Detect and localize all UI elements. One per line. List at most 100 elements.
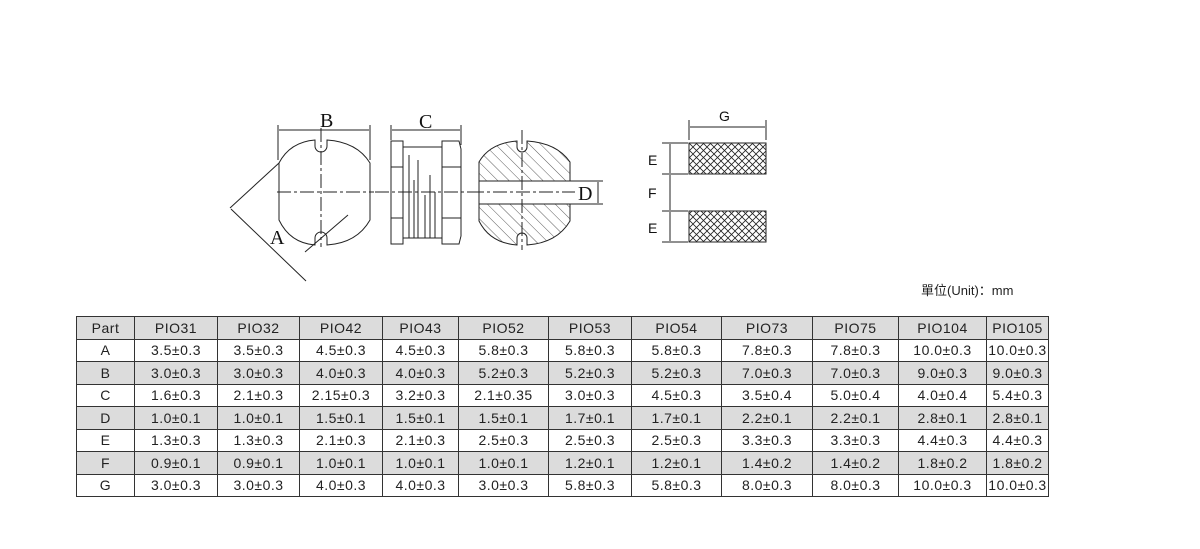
dimension-cell: 10.0±0.3 xyxy=(898,338,987,362)
dimension-cell: 1.0±0.1 xyxy=(134,406,218,430)
top-view xyxy=(229,125,374,282)
label-f: F xyxy=(648,185,657,201)
dimension-cell: 3.0±0.3 xyxy=(217,473,300,497)
dimension-cell: 2.2±0.1 xyxy=(721,406,813,430)
dimension-cell: 1.7±0.1 xyxy=(631,406,722,430)
dimension-cell: 4.0±0.4 xyxy=(898,383,987,407)
dimension-cell: 1.0±0.1 xyxy=(458,451,549,475)
unit-label: 單位(Unit)：mm xyxy=(921,283,1014,298)
dimension-cell: 4.0±0.3 xyxy=(382,473,459,497)
dimension-cell: 5.8±0.3 xyxy=(631,338,722,362)
dimension-cell: 10.0±0.3 xyxy=(986,473,1049,497)
header-pio43: PIO43 xyxy=(382,316,459,340)
dimension-cell: 2.5±0.3 xyxy=(631,428,722,452)
header-pio53: PIO53 xyxy=(548,316,632,340)
part-dimension-label: E xyxy=(76,428,135,452)
dimension-cell: 3.0±0.3 xyxy=(134,361,218,385)
label-e-top: E xyxy=(648,152,657,168)
dimension-cell: 10.0±0.3 xyxy=(986,338,1049,362)
dimension-cell: 0.9±0.1 xyxy=(134,451,218,475)
dimension-cell: 2.1±0.3 xyxy=(382,428,459,452)
dimension-cell: 1.5±0.1 xyxy=(382,406,459,430)
header-pio104: PIO104 xyxy=(898,316,987,340)
label-a: A xyxy=(270,227,285,249)
dimension-cell: 3.2±0.3 xyxy=(382,383,459,407)
part-dimension-label: D xyxy=(76,406,135,430)
pad-layout xyxy=(662,120,767,243)
dimension-cell: 10.0±0.3 xyxy=(898,473,987,497)
dimension-cell: 2.5±0.3 xyxy=(458,428,549,452)
dimension-cell: 1.0±0.1 xyxy=(217,406,300,430)
dimension-cell: 5.0±0.4 xyxy=(812,383,899,407)
dimension-cell: 1.8±0.2 xyxy=(898,451,987,475)
dimension-cell: 2.2±0.1 xyxy=(812,406,899,430)
header-pio31: PIO31 xyxy=(134,316,218,340)
dimension-cell: 1.3±0.3 xyxy=(217,428,300,452)
dimension-cell: 9.0±0.3 xyxy=(898,361,987,385)
dimension-cell: 8.0±0.3 xyxy=(812,473,899,497)
dimension-cell: 3.0±0.3 xyxy=(458,473,549,497)
dimension-cell: 7.8±0.3 xyxy=(721,338,813,362)
dimension-cell: 5.8±0.3 xyxy=(548,473,632,497)
dimension-cell: 5.8±0.3 xyxy=(548,338,632,362)
dimension-cell: 1.0±0.1 xyxy=(299,451,383,475)
dimension-cell: 3.3±0.3 xyxy=(812,428,899,452)
dimension-cell: 3.5±0.3 xyxy=(217,338,300,362)
dimension-cell: 5.2±0.3 xyxy=(631,361,722,385)
header-part: Part xyxy=(76,316,135,340)
dimension-cell: 1.7±0.1 xyxy=(548,406,632,430)
header-pio42: PIO42 xyxy=(299,316,383,340)
dimension-cell: 7.8±0.3 xyxy=(812,338,899,362)
dimension-cell: 2.8±0.1 xyxy=(898,406,987,430)
dimension-cell: 3.5±0.4 xyxy=(721,383,813,407)
dimension-cell: 8.0±0.3 xyxy=(721,473,813,497)
dimension-drawing: B C D A G E F E xyxy=(229,108,767,282)
dimension-cell: 1.3±0.3 xyxy=(134,428,218,452)
dimension-cell: 3.0±0.3 xyxy=(548,383,632,407)
dimension-cell: 1.2±0.1 xyxy=(631,451,722,475)
part-dimension-label: B xyxy=(76,361,135,385)
dimension-cell: 4.0±0.3 xyxy=(382,361,459,385)
dimension-cell: 3.0±0.3 xyxy=(217,361,300,385)
dimension-cell: 7.0±0.3 xyxy=(812,361,899,385)
header-pio73: PIO73 xyxy=(721,316,813,340)
header-pio75: PIO75 xyxy=(812,316,899,340)
part-dimension-label: G xyxy=(76,473,135,497)
dimension-cell: 4.5±0.3 xyxy=(382,338,459,362)
part-dimension-label: F xyxy=(76,451,135,475)
dimension-cell: 1.6±0.3 xyxy=(134,383,218,407)
dimension-cell: 1.4±0.2 xyxy=(812,451,899,475)
dimension-cell: 1.8±0.2 xyxy=(986,451,1049,475)
header-pio52: PIO52 xyxy=(458,316,549,340)
label-c: C xyxy=(419,111,432,133)
label-d: D xyxy=(578,183,592,205)
dimension-cell: 4.0±0.3 xyxy=(299,473,383,497)
side-view xyxy=(375,125,470,245)
dimension-cell: 4.4±0.3 xyxy=(986,428,1049,452)
dimension-cell: 3.0±0.3 xyxy=(134,473,218,497)
label-e-bottom: E xyxy=(648,220,657,236)
dimension-cell: 1.4±0.2 xyxy=(721,451,813,475)
dimension-cell: 1.2±0.1 xyxy=(548,451,632,475)
dimension-cell: 5.8±0.3 xyxy=(458,338,549,362)
dimension-cell: 5.8±0.3 xyxy=(631,473,722,497)
dimension-cell: 2.1±0.3 xyxy=(299,428,383,452)
dimension-cell: 2.1±0.35 xyxy=(458,383,549,407)
dimension-cell: 4.0±0.3 xyxy=(299,361,383,385)
header-pio54: PIO54 xyxy=(631,316,722,340)
dimension-cell: 1.5±0.1 xyxy=(458,406,549,430)
dimension-cell: 5.2±0.3 xyxy=(458,361,549,385)
label-g: G xyxy=(719,108,730,124)
dimension-cell: 1.0±0.1 xyxy=(382,451,459,475)
dimension-cell: 7.0±0.3 xyxy=(721,361,813,385)
dimension-cell: 3.3±0.3 xyxy=(721,428,813,452)
dimension-cell: 2.15±0.3 xyxy=(299,383,383,407)
